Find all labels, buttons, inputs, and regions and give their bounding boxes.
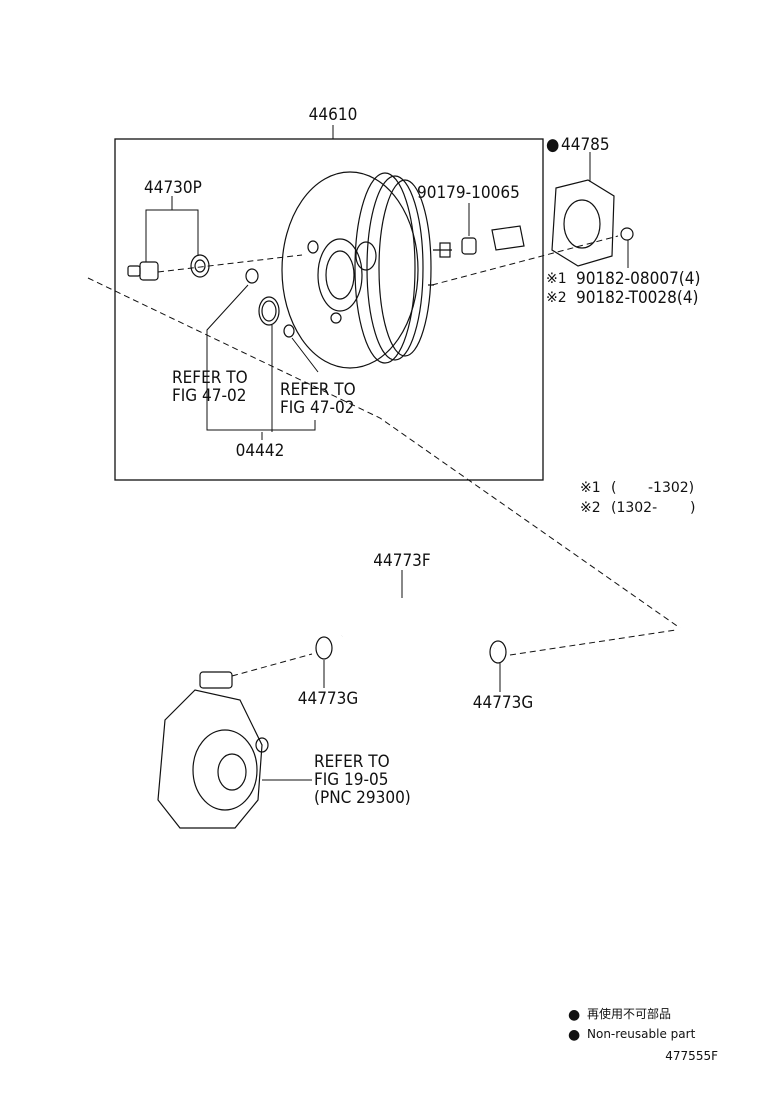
label-gasket: 44785	[561, 135, 610, 155]
label-nut-1: 90182-08007(4)	[576, 269, 700, 289]
legend-english: Non-reusable part	[587, 1027, 696, 1041]
nut-set-illustration	[461, 203, 525, 255]
ref-c-line2: FIG 19-05	[314, 770, 388, 790]
date-note-1-open: (	[611, 480, 616, 496]
ref-a-line2: FIG 47-02	[172, 386, 246, 406]
date-note-1-mark: ※1	[580, 480, 601, 496]
ref-c-line3: (PNC 29300)	[314, 788, 411, 808]
label-booster-assy: 44610	[309, 105, 358, 125]
connection-line-hose-right	[509, 629, 677, 656]
label-clamp-left: 44773G	[298, 689, 359, 709]
non-reusable-mark-gasket: ●	[546, 135, 559, 155]
brake-booster-illustration	[281, 171, 452, 369]
label-nut-set: 90179-10065	[417, 183, 520, 203]
kit-parts-illustration	[206, 268, 319, 440]
legend-mark-english: ●	[568, 1027, 580, 1043]
legend-japanese: 再使用不可部品	[587, 1006, 671, 1021]
date-note-2-mark: ※2	[580, 500, 601, 516]
note-mark-2: ※2	[546, 290, 567, 306]
ref-a-line1: REFER TO	[172, 368, 248, 388]
date-note-1-range: -1302)	[648, 480, 694, 496]
label-nut-2: 90182-T0028(4)	[576, 288, 699, 308]
connection-line-valve	[157, 254, 303, 273]
note-mark-1: ※1	[546, 271, 567, 287]
assembly-frame	[114, 138, 544, 481]
vacuum-pump-illustration	[157, 671, 312, 829]
date-note-2-range: (1302-	[611, 500, 657, 516]
connection-line-upper	[87, 277, 681, 629]
label-kit: 04442	[236, 441, 285, 461]
connection-line-gasket	[431, 235, 619, 286]
label-check-valve: 44730P	[144, 178, 202, 198]
ref-b-line1: REFER TO	[280, 380, 356, 400]
label-clamp-right: 44773G	[473, 693, 534, 713]
figure-id: 477555F	[665, 1049, 718, 1063]
ref-b-line2: FIG 47-02	[280, 398, 354, 418]
date-note-2-close: )	[690, 500, 695, 516]
ref-c-line1: REFER TO	[314, 752, 390, 772]
label-hose: 44773F	[373, 551, 430, 571]
gasket-illustration	[551, 152, 634, 268]
legend-mark-japanese: ●	[568, 1007, 580, 1023]
connection-line-hose-left	[231, 653, 313, 677]
check-valve-illustration	[127, 196, 210, 281]
vacuum-hose-illustration	[340, 570, 497, 656]
hose-clamps-illustration	[315, 636, 507, 692]
